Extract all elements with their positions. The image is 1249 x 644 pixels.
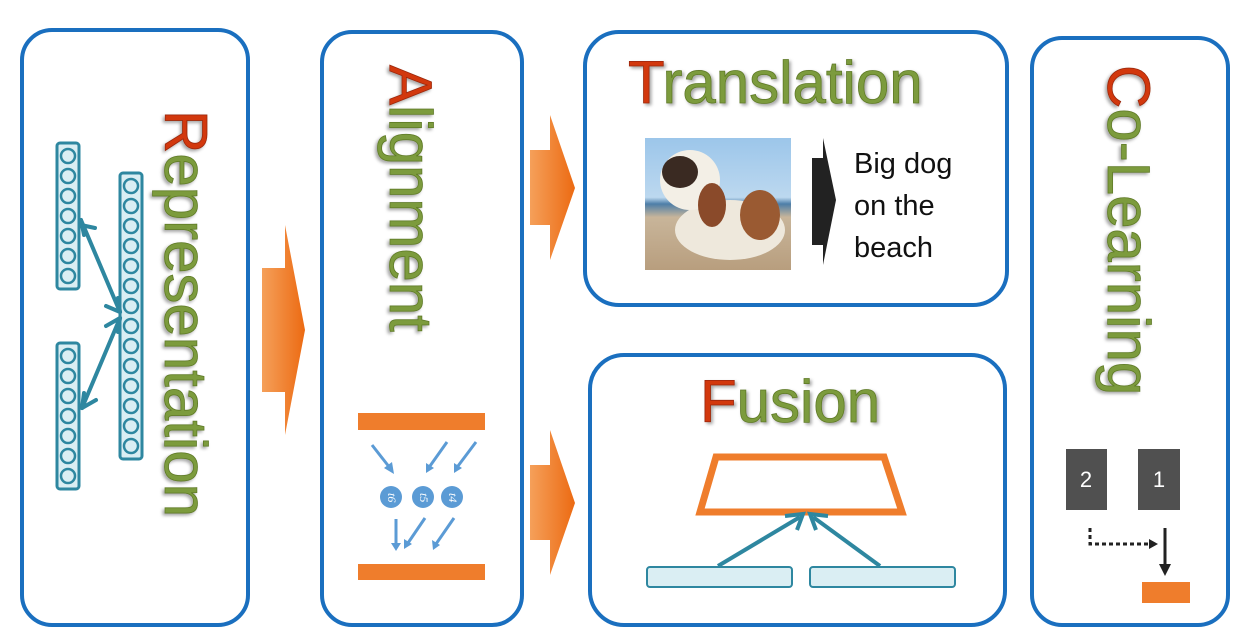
network-arrow <box>79 218 86 237</box>
fusion-title: Fusion <box>700 368 880 435</box>
neural-network-icon <box>55 141 144 491</box>
network-neuron <box>122 177 140 195</box>
network-arrow <box>116 316 122 334</box>
svg-text:t5: t5 <box>417 493 431 502</box>
alignment-panel: Alignment t6 t5 t4 <box>320 30 524 627</box>
alignment-arrows <box>370 441 478 551</box>
network-neuron <box>59 167 77 185</box>
network-neuron <box>59 267 77 285</box>
svg-text:1: 1 <box>1153 467 1165 492</box>
colearning-panel: Co-Learning 2 1 <box>1030 36 1230 627</box>
network-neuron <box>59 207 77 225</box>
alignment-bar-bottom <box>358 564 485 580</box>
network-neuron <box>122 257 140 275</box>
network-arrow <box>104 304 122 314</box>
svg-text:2: 2 <box>1080 467 1092 492</box>
modality-input <box>809 566 956 588</box>
network-neuron <box>59 427 77 445</box>
network-neuron <box>59 407 77 425</box>
network-neuron <box>59 447 77 465</box>
fusion-arrows <box>716 511 882 568</box>
colearn-box: 1 <box>1138 449 1180 510</box>
network-arrow <box>116 296 122 314</box>
fusion-trapezoid <box>695 453 907 516</box>
network-arrow <box>104 316 122 328</box>
dashed-arrow <box>1088 528 1150 546</box>
alignment-node: t4 <box>441 486 463 508</box>
colearn-box: 2 <box>1066 449 1107 510</box>
network-neuron <box>122 397 140 415</box>
network-layer <box>118 171 144 461</box>
network-neuron <box>122 217 140 235</box>
representation-title: Representation <box>152 110 219 517</box>
arrow-right-icon <box>530 430 575 575</box>
arrow-down-icon <box>1159 564 1171 576</box>
network-arrow <box>79 218 122 314</box>
representation-panel: Representation <box>20 28 250 627</box>
network-neuron <box>59 187 77 205</box>
network-neuron <box>122 197 140 215</box>
network-neuron <box>59 247 77 265</box>
network-neuron <box>59 227 77 245</box>
arrow-right-icon <box>812 138 836 265</box>
network-neuron <box>59 467 77 485</box>
colearning-title: Co-Learning <box>1095 65 1162 395</box>
svg-text:t6: t6 <box>385 493 399 502</box>
colearn-output <box>1142 582 1190 603</box>
network-neuron <box>122 417 140 435</box>
network-neuron <box>122 237 140 255</box>
network-neuron <box>122 337 140 355</box>
network-neuron <box>59 347 77 365</box>
svg-text:t4: t4 <box>446 493 460 502</box>
alignment-bar-top <box>358 413 485 430</box>
network-neuron <box>122 357 140 375</box>
network-arrow <box>80 391 86 410</box>
network-neuron <box>122 317 140 335</box>
alignment-title: Alignment <box>377 65 444 332</box>
dog-on-beach-photo <box>645 138 791 270</box>
network-neuron <box>122 277 140 295</box>
network-neuron <box>122 297 140 315</box>
alignment-node: t6 <box>380 486 402 508</box>
network-neuron <box>122 437 140 455</box>
translation-title: Translation <box>628 49 923 116</box>
network-neuron <box>59 147 77 165</box>
translation-caption: Big dog on the beach <box>854 148 960 264</box>
modality-input <box>646 566 793 588</box>
network-neuron <box>59 387 77 405</box>
translation-panel: Translation Big dog on the beach <box>583 30 1009 307</box>
alignment-node: t5 <box>412 486 434 508</box>
network-neuron <box>122 377 140 395</box>
network-arrow <box>80 398 98 410</box>
arrow-right-icon <box>262 225 305 435</box>
network-neuron <box>59 367 77 385</box>
arrow-right-icon <box>530 115 575 260</box>
fusion-panel: Fusion <box>588 353 1007 627</box>
network-arrow <box>80 316 122 410</box>
